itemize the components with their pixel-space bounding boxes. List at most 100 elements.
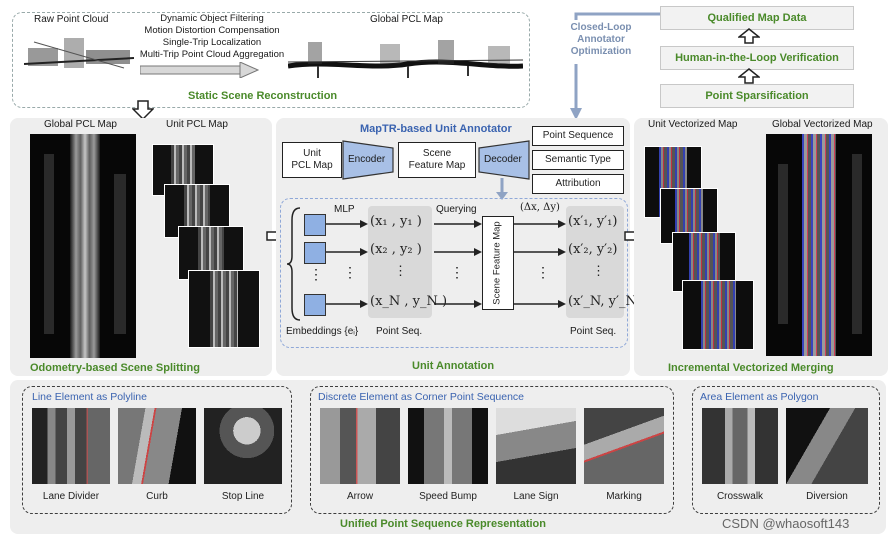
unit-pcl-line-1: Unit xyxy=(303,148,321,159)
closed-loop-label: Closed-Loop Annotator Optimization xyxy=(564,22,638,58)
step-aggregation: Multi-Trip Point Cloud Aggregation xyxy=(139,49,285,60)
decoder-label: Decoder xyxy=(484,154,522,165)
discrete-element-title: Discrete Element as Corner Point Sequenc… xyxy=(318,391,525,403)
embedding-1 xyxy=(304,214,326,236)
caption-lane-sign: Lane Sign xyxy=(513,491,559,502)
left-unit-pcl-label: Unit PCL Map xyxy=(166,119,228,130)
point-in-2: (x₂ , y₂ ) xyxy=(370,242,422,257)
unit-pcl-line-2: PCL Map xyxy=(291,160,333,171)
scene-splitting-title: Odometry-based Scene Splitting xyxy=(30,362,200,374)
left-global-pcl-label: Global PCL Map xyxy=(44,119,117,130)
scene-feature-map-box: Scene Feature Map xyxy=(398,142,476,178)
point-in-n: (x_N , y_N ) xyxy=(370,294,448,309)
point-in-1: (x₁ , y₁ ) xyxy=(370,214,422,229)
caption-curb: Curb xyxy=(146,491,168,502)
encoder-label: Encoder xyxy=(348,154,386,165)
querying-arrows xyxy=(434,220,482,308)
unit-annotation-title: Unit Annotation xyxy=(412,360,495,372)
thumb-crosswalk xyxy=(702,408,778,484)
embedding-dots: ⋮ xyxy=(309,266,323,282)
closed-loop-line-1: Closed-Loop xyxy=(570,22,632,33)
mlp-arrows xyxy=(326,220,368,308)
step-motion-compensation: Motion Distortion Compensation xyxy=(144,25,280,36)
qualified-map-data-box: Qualified Map Data xyxy=(660,6,854,30)
thumb-lane-sign xyxy=(496,408,576,484)
embeddings-label: Embeddings {eᵢ} xyxy=(286,326,359,337)
scene-feature-line-2: Feature Map xyxy=(408,160,466,171)
embedding-2 xyxy=(304,242,326,264)
closed-loop-line-3: Optimization xyxy=(570,46,632,57)
vec-tile-4 xyxy=(682,280,754,350)
thumb-stop-line xyxy=(204,408,282,484)
static-scene-title: Static Scene Reconstruction xyxy=(188,90,338,102)
thumb-arrow xyxy=(320,408,400,484)
up-arrow-1 xyxy=(738,28,760,44)
unit-vectorized-label: Unit Vectorized Map xyxy=(648,119,738,130)
output-attribution: Attribution xyxy=(532,174,624,194)
caption-diversion: Diversion xyxy=(806,491,848,502)
global-vectorized-label: Global Vectorized Map xyxy=(772,119,873,130)
left-global-pcl-image xyxy=(30,134,136,358)
caption-lane-divider: Lane Divider xyxy=(42,491,100,502)
down-arrow-scene xyxy=(132,100,154,120)
global-cloud-svg xyxy=(288,40,523,78)
unified-representation-title: Unified Point Sequence Representation xyxy=(340,518,546,530)
raw-point-cloud-label: Raw Point Cloud xyxy=(34,14,109,25)
line-element-title: Line Element as Polyline xyxy=(32,391,147,403)
unit-tile-4 xyxy=(188,270,260,348)
watermark: CSDN @whaosoft143 xyxy=(722,516,850,531)
scene-feature-map-vertical-box: Scene Feature Map xyxy=(482,216,514,310)
line-element-group xyxy=(22,386,292,514)
querying-dots: ⋮ xyxy=(450,264,464,280)
static-scene-box xyxy=(12,12,530,108)
delta-arrows xyxy=(514,220,566,308)
point-out-1: (x′₁, y′₁) xyxy=(568,214,618,229)
closed-loop-line-2: Annotator xyxy=(577,34,625,45)
mlp-label: MLP xyxy=(334,204,355,215)
embedding-n xyxy=(304,294,326,316)
raw-cloud-svg xyxy=(24,38,134,69)
point-seq-in-bg xyxy=(368,206,432,318)
caption-speed-bump: Speed Bump xyxy=(419,491,477,502)
point-seq-right-label: Point Seq. xyxy=(570,326,617,337)
caption-arrow: Arrow xyxy=(346,491,374,502)
aggregation-arrow xyxy=(140,62,260,78)
thumb-lane-divider xyxy=(32,408,110,484)
closed-loop-arrow xyxy=(570,12,660,120)
raw-point-cloud-image xyxy=(24,28,134,80)
thumb-speed-bump xyxy=(408,408,488,484)
caption-stop-line: Stop Line xyxy=(221,491,265,502)
point-seq-left-label: Point Seq. xyxy=(376,326,423,337)
output-semantic-type: Semantic Type xyxy=(532,150,624,170)
decoder-down-arrow xyxy=(496,178,508,200)
discrete-element-group xyxy=(310,386,674,514)
querying-label: Querying xyxy=(436,204,477,215)
point-in-dots: ⋮ xyxy=(394,264,407,279)
caption-crosswalk: Crosswalk xyxy=(716,491,764,502)
area-element-title: Area Element as Polygon xyxy=(700,391,819,403)
scene-feature-vertical-text: Scene Feature Map xyxy=(492,221,503,305)
delta-label: (Δx, Δy) xyxy=(520,202,560,213)
scene-feature-line-1: Scene xyxy=(422,148,452,159)
point-seq-out-bg xyxy=(566,206,624,318)
up-arrow-2 xyxy=(738,68,760,84)
caption-marking: Marking xyxy=(606,491,642,502)
step-localization: Single-Trip Localization xyxy=(162,37,262,48)
vectorized-merging-title: Incremental Vectorized Merging xyxy=(668,362,834,374)
unit-annotation-dashed xyxy=(280,198,628,348)
unit-pcl-map-box: Unit PCL Map xyxy=(282,142,342,178)
point-out-n: (x′_N, y′_N) xyxy=(568,294,642,309)
global-pcl-map-top-label: Global PCL Map xyxy=(370,14,443,25)
steps-block: Dynamic Object Filtering Motion Distorti… xyxy=(138,13,286,61)
point-sparsification-box: Point Sparsification xyxy=(660,84,854,108)
thumb-diversion xyxy=(786,408,868,484)
decoder-shape xyxy=(478,140,530,180)
thumb-marking xyxy=(584,408,664,484)
global-pcl-map-top-image xyxy=(288,30,523,80)
embedding-brace xyxy=(286,207,301,321)
thumb-curb xyxy=(118,408,196,484)
global-vectorized-image xyxy=(766,134,872,356)
output-point-sequence: Point Sequence xyxy=(532,126,624,146)
encoder-shape xyxy=(342,140,394,180)
delta-dots: ⋮ xyxy=(536,264,550,280)
